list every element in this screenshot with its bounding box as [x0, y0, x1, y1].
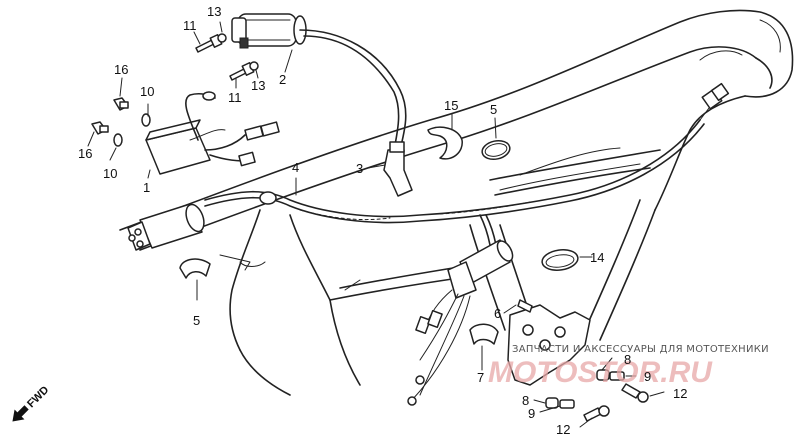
- spark-plug-cap: [383, 141, 413, 197]
- bolt-12b: [583, 405, 610, 422]
- watermark: MOTOSTOR.RU ЗАПЧАСТИ И АКСЕССУАРЫ ДЛЯ МО…: [488, 344, 769, 389]
- band-clamp-5a: [481, 139, 511, 161]
- callout-10a: 10: [140, 84, 154, 99]
- lower-connector: [407, 239, 514, 406]
- frame: [119, 9, 794, 396]
- bolt-11b: [229, 62, 255, 81]
- bolt-12a: [621, 383, 649, 403]
- main-connector: [127, 203, 205, 251]
- collar-8b: [545, 397, 559, 409]
- callout-6: 6: [494, 306, 501, 321]
- bolt-16b: [91, 121, 109, 135]
- callout-2: 2: [279, 72, 286, 87]
- washer-13a: [217, 33, 227, 43]
- grommet-7: [469, 323, 499, 345]
- callouts: 1 2 3 4 5 5 6 7 8 8 9 9 10 10 11 11 12 1…: [78, 4, 687, 436]
- callout-12a: 12: [673, 386, 687, 401]
- leader-lines: [87, 21, 665, 428]
- callout-7: 7: [477, 370, 484, 385]
- callout-16b: 16: [78, 146, 92, 161]
- callout-3: 3: [356, 161, 363, 176]
- callout-10b: 10: [103, 166, 117, 181]
- callout-5b: 5: [193, 313, 200, 328]
- callout-5a: 5: [490, 102, 497, 117]
- watermark-line: ЗАПЧАСТИ И АКСЕССУАРЫ ДЛЯ МОТОТЕХНИКИ: [512, 344, 769, 355]
- callout-11b: 11: [228, 90, 242, 105]
- fwd-direction-marker: FWD: [12, 384, 51, 422]
- collar-9a: [609, 371, 625, 381]
- collar-8a: [596, 369, 610, 381]
- washer-10a: [141, 113, 151, 127]
- callout-13a: 13: [207, 4, 221, 19]
- wiring-harness: [204, 82, 730, 246]
- callout-12b: 12: [556, 422, 570, 436]
- callout-8a: 8: [624, 352, 631, 367]
- band-clamp-15: [427, 126, 463, 160]
- bolt-6: [517, 299, 533, 313]
- callout-9a: 9: [644, 369, 651, 384]
- callout-9b: 9: [528, 406, 535, 421]
- callout-13b: 13: [251, 78, 265, 93]
- band-clamp-14: [541, 249, 579, 271]
- fwd-arrow-icon: [12, 405, 29, 422]
- bolt-11a: [195, 34, 223, 53]
- bolt-16a: [113, 97, 129, 111]
- washer-13b: [249, 61, 259, 71]
- ignition-coil: [231, 13, 407, 151]
- callout-11a: 11: [183, 18, 197, 33]
- callout-16a: 16: [114, 62, 128, 77]
- watermark-brand: MOTOSTOR.RU: [488, 356, 713, 389]
- callout-4: 4: [292, 160, 299, 175]
- washer-10b: [113, 133, 123, 147]
- callout-15: 15: [444, 98, 458, 113]
- bracket-plate: [507, 304, 591, 386]
- band-clamp-5b: [179, 258, 211, 279]
- collar-9b: [559, 399, 575, 409]
- callout-1: 1: [143, 180, 150, 195]
- callout-14: 14: [590, 250, 604, 265]
- callout-8b: 8: [522, 393, 529, 408]
- cdi-unit: [145, 91, 280, 175]
- fwd-label: FWD: [25, 384, 51, 410]
